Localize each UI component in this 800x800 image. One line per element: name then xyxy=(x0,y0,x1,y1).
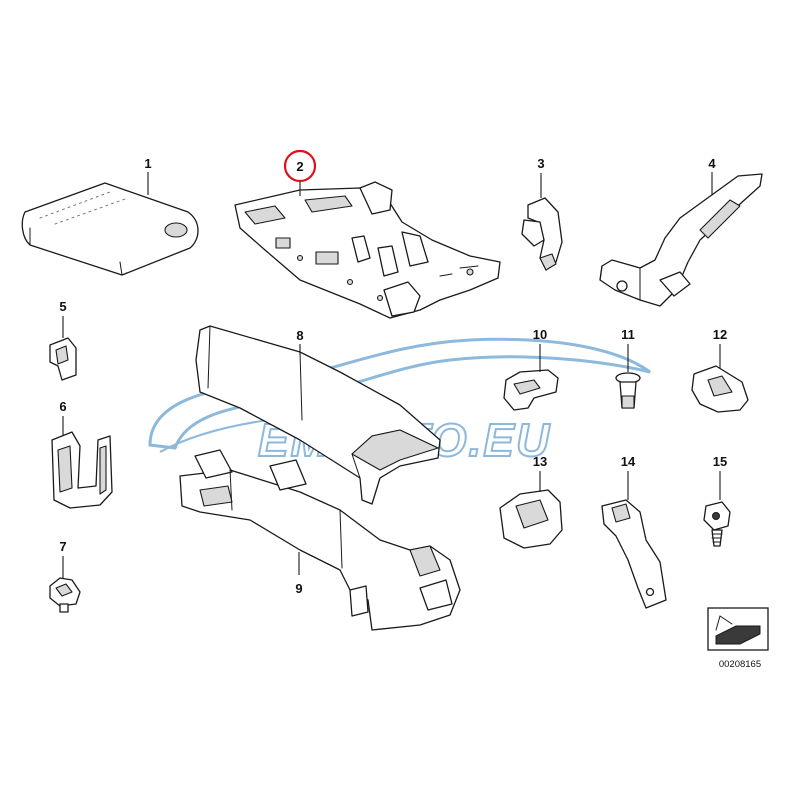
callout-9: 9 xyxy=(295,581,302,596)
callout-14: 14 xyxy=(621,454,636,469)
callout-2: 2 xyxy=(296,159,303,174)
part-9-duct xyxy=(179,449,461,631)
callout-7: 7 xyxy=(59,539,66,554)
arrow-icon xyxy=(715,625,761,645)
callout-1: 1 xyxy=(144,156,151,171)
callout-4: 4 xyxy=(708,156,716,171)
part-8-cover xyxy=(195,325,441,505)
part-7-push-clip xyxy=(49,577,81,613)
part-4-bracket xyxy=(599,173,763,307)
part-13-grommet xyxy=(499,489,563,549)
part-11-rivet xyxy=(615,372,641,409)
reference-box: 00208165 xyxy=(707,607,769,670)
callout-12: 12 xyxy=(713,327,727,342)
callout-10: 10 xyxy=(533,327,547,342)
reference-number: 00208165 xyxy=(719,659,761,670)
part-14-strip-bracket xyxy=(601,499,667,609)
callout-11: 11 xyxy=(621,327,635,342)
part-6-holder xyxy=(51,431,113,509)
part-3-clip xyxy=(521,197,563,271)
callout-15: 15 xyxy=(713,454,727,469)
callout-8: 8 xyxy=(296,328,303,343)
callout-2-highlight-ring xyxy=(283,149,317,183)
callout-6: 6 xyxy=(59,399,66,414)
part-2-mounting-plate xyxy=(234,181,501,319)
part-1-pad xyxy=(21,182,199,276)
part-15-nut xyxy=(703,501,731,547)
part-5-clip xyxy=(49,337,77,381)
callout-13: 13 xyxy=(533,454,547,469)
part-12-retainer xyxy=(691,365,749,413)
callout-3: 3 xyxy=(537,156,544,171)
callout-5: 5 xyxy=(59,299,66,314)
part-10-hose-clip xyxy=(503,369,559,411)
